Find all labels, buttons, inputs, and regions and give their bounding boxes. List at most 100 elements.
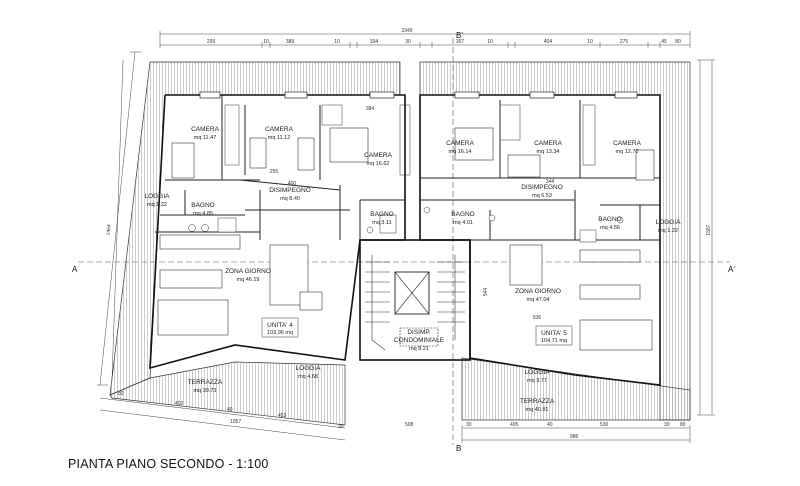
dim-inner-255: 255 — [270, 169, 279, 175]
roof-terrace-perimeter — [109, 61, 691, 426]
dim-inner-384: 384 — [366, 106, 375, 112]
dim-stair-544: 544 — [483, 288, 489, 297]
room-disimp-cond-name: DISIMP. — [407, 329, 431, 336]
room-terrazza-2-name: TERRAZZA — [520, 398, 555, 405]
dim-top-13: 80 — [675, 39, 681, 45]
drawing-caption: PIANTA PIANO SECONDO - 1:100 — [68, 457, 269, 471]
room-zona-giorno-2-name: ZONA GIORNO — [515, 288, 561, 295]
room-zona-giorno-1-name: ZONA GIORNO — [225, 268, 271, 275]
unit-4-badge — [261, 317, 299, 338]
dim-top-total: 2349 — [401, 28, 412, 34]
dim-inner-344: 344 — [546, 179, 555, 185]
dim-bottom-left-80: 80 — [118, 391, 124, 397]
room-loggia-2-name: LOGGIA — [296, 365, 322, 372]
left-dimension-lines — [97, 51, 141, 386]
dim-top-4: 10 — [334, 39, 340, 45]
section-a-right-label: A' — [728, 265, 735, 274]
room-loggia-4-area: mq 3.77 — [527, 378, 547, 384]
room-camera-1-name: CAMERA — [191, 126, 219, 133]
room-camera-3-area: mq 16.62 — [367, 161, 390, 167]
dim-left-total: 1464 — [105, 224, 112, 236]
dim-top-10: 10 — [587, 39, 593, 45]
stair-core — [365, 255, 465, 351]
bottom-dimension-labels: 80 402 40 453 1057 30 508 30 405 40 530 … — [118, 391, 686, 440]
room-zona-giorno-1-area: mq 46.19 — [237, 277, 260, 283]
dim-bottom-left-402: 402 — [175, 401, 184, 407]
room-camera-5-area: mq 13.34 — [537, 149, 560, 155]
room-bagno-2-name: BAGNO — [370, 211, 393, 218]
room-loggia-3-area: mq 1.22 — [658, 228, 678, 234]
room-bagno-2-area: mq 3.11 — [372, 220, 391, 226]
room-terrazza-1-area: mq 39.73 — [194, 388, 217, 394]
top-windows — [199, 91, 638, 99]
dim-top-7: 367 — [456, 39, 465, 45]
dim-top-2: 10 — [263, 39, 269, 45]
room-camera-6-name: CAMERA — [613, 140, 641, 147]
dim-top-6: 30 — [405, 39, 411, 45]
room-disimpegno-1-area: mq 8.40 — [280, 196, 300, 202]
top-dimension-labels: 2349 299 10 389 10 334 30 367 10 404 10 … — [207, 28, 681, 45]
room-bagno-4-area: mq 4.56 — [600, 225, 620, 231]
bottom-dimension-lines — [99, 397, 691, 443]
dim-bottom-right-total: 986 — [570, 434, 579, 440]
room-bagno-3-area: mq 4.01 — [453, 220, 473, 226]
dim-bottom-right-2: 30 — [466, 422, 472, 428]
room-camera-4-name: CAMERA — [446, 140, 474, 147]
room-camera-5-name: CAMERA — [534, 140, 562, 147]
room-labels-unit4: CAMERA mq 11.47 CAMERA mq 11.12 CAMERA m… — [145, 126, 394, 394]
furniture-living — [157, 234, 653, 351]
dim-bottom-right-5: 530 — [600, 422, 609, 428]
dim-top-1: 299 — [207, 39, 216, 45]
section-a-left-label: A — [72, 265, 78, 274]
room-loggia-3-name: LOGGIA — [656, 219, 682, 226]
room-loggia-2-area: mq 4.68 — [298, 374, 318, 380]
dim-top-8: 10 — [487, 39, 493, 45]
room-disimpegno-2-name: DISIMPEGNO — [521, 184, 563, 191]
unit-5-area: 104,71 mq — [541, 338, 567, 344]
unit-4-area: 103,96 mq — [267, 330, 293, 336]
dim-top-5: 334 — [370, 39, 379, 45]
dim-inner-400: 400 — [288, 181, 297, 187]
dim-bottom-right-80: 80 — [680, 422, 686, 428]
room-disimpegno-1-name: DISIMPEGNO — [269, 187, 311, 194]
dim-bottom-left-total: 1057 — [230, 419, 241, 425]
room-terrazza-1-name: TERRAZZA — [188, 379, 223, 386]
top-dimension-lines — [159, 31, 691, 48]
inner-dimension-labels: 384 344 400 255 536 544 — [270, 106, 555, 321]
dim-bottom-left-453: 453 — [278, 413, 287, 419]
room-bagno-4-name: BAGNO — [598, 216, 621, 223]
room-camera-6-area: mq 12.70 — [616, 149, 639, 155]
section-b-bottom-label: B — [456, 444, 461, 453]
dim-bottom-right-3: 405 — [510, 422, 519, 428]
room-camera-1-area: mq 11.47 — [194, 135, 217, 141]
room-bagno-1-area: mq 4.85 — [193, 211, 213, 217]
dim-bottom-right-6: 30 — [664, 422, 670, 428]
dim-top-3: 389 — [286, 39, 295, 45]
section-b-top-label: B' — [456, 31, 463, 40]
room-loggia-1-area: mq 1.22 — [147, 202, 167, 208]
room-terrazza-2-area: mq 40.81 — [526, 407, 549, 413]
building-walls — [149, 94, 661, 386]
room-camera-3-name: CAMERA — [364, 152, 392, 159]
unit-5-badge — [535, 325, 573, 346]
right-dimension-lines — [697, 59, 715, 416]
room-camera-2-name: CAMERA — [265, 126, 293, 133]
room-loggia-1-name: LOGGIA — [145, 193, 171, 200]
dim-bottom-left-40: 40 — [227, 407, 233, 413]
dim-top-11: 275 — [620, 39, 629, 45]
dim-bottom-left-30: 30 — [338, 424, 344, 430]
dim-bottom-right-4: 40 — [547, 422, 553, 428]
dim-stair-536: 536 — [533, 315, 542, 321]
dim-top-12: 45 — [661, 39, 667, 45]
room-camera-2-area: mq 11.12 — [268, 135, 291, 141]
furniture-wardrobes — [224, 104, 596, 176]
room-labels-common: DISIMP. CONDOMINIALE mq 8.21 — [394, 329, 445, 352]
dim-bottom-right-1: 508 — [405, 422, 414, 428]
unit-5-name: UNITA' 5 — [541, 330, 567, 337]
unit-4-name: UNITA' 4 — [267, 322, 293, 329]
room-disimpegno-2-area: mq 6.53 — [532, 193, 552, 199]
room-zona-giorno-2-area: mq 47.04 — [527, 297, 550, 303]
room-labels-unit5: CAMERA mq 16.14 CAMERA mq 13.34 CAMERA m… — [446, 140, 681, 413]
room-disimp-cond-name2: CONDOMINIALE — [394, 337, 445, 344]
